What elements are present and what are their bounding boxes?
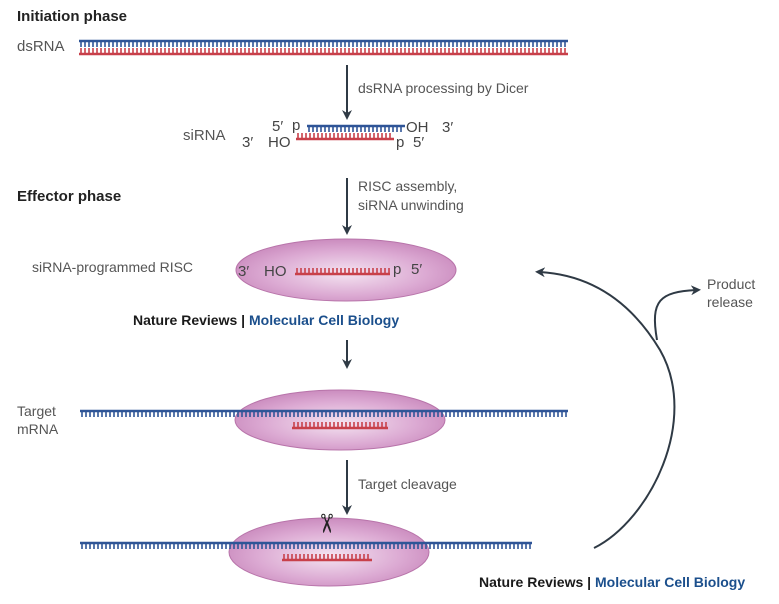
credit-publisher: Nature Reviews <box>133 312 238 328</box>
risc-assembly-label-1: RISC assembly, <box>358 178 458 194</box>
arrow-risc-recycle <box>535 267 676 549</box>
risc-assembly-label-2: siRNA unwinding <box>358 197 464 213</box>
guide-strand-target <box>292 422 388 430</box>
dicer-step-label: dsRNA processing by Dicer <box>358 80 529 96</box>
risc-complex <box>235 238 457 302</box>
target-mrna-label-1: Target <box>17 403 56 419</box>
sirna-top-3prime: 3′ <box>442 119 454 136</box>
credit-top: Nature Reviews | Molecular Cell Biology <box>133 312 399 328</box>
initiation-phase-heading: Initiation phase <box>17 8 128 25</box>
sirna-top-phosphate: p <box>292 117 301 134</box>
sirna-label: siRNA <box>183 127 226 144</box>
guide-strand-cleavage <box>282 554 372 562</box>
sirna-bottom-3prime: 3′ <box>242 134 254 151</box>
sirna-top-5prime: 5′ <box>272 118 284 135</box>
sirna-top-oh: OH <box>406 119 429 136</box>
credit-bottom: Nature Reviews | Molecular Cell Biology <box>479 574 745 590</box>
product-release-label-2: release <box>707 294 753 310</box>
risc-3prime: 3′ <box>238 263 250 280</box>
credit-journal: Molecular Cell Biology <box>594 574 746 590</box>
risc-complex-target <box>234 389 446 451</box>
dsrna-sense-strand <box>79 39 568 47</box>
credit-journal: Molecular Cell Biology <box>248 312 400 328</box>
arrow-product-release <box>653 285 701 341</box>
sirna-antisense-strand <box>296 133 394 141</box>
risc-5prime: 5′ <box>411 261 423 278</box>
risc-phosphate: p <box>393 261 402 278</box>
risc-label: siRNA-programmed RISC <box>32 259 194 275</box>
credit-separator: | <box>583 574 595 590</box>
product-release-label-1: Product <box>707 276 756 292</box>
scissors-icon: ✂ <box>311 512 342 535</box>
credit-separator: | <box>237 312 249 328</box>
dsrna-antisense-strand <box>79 48 568 56</box>
sirna-bottom-phosphate: p <box>396 134 405 151</box>
sirna-bottom-ho: HO <box>268 134 291 151</box>
risc-guide-strand <box>295 268 390 276</box>
dsrna-label: dsRNA <box>17 38 65 55</box>
target-mrna-strand <box>80 409 568 417</box>
target-mrna-label-2: mRNA <box>17 421 59 437</box>
effector-phase-heading: Effector phase <box>17 188 122 205</box>
target-cleavage-label: Target cleavage <box>358 476 457 492</box>
sirna-sense-strand <box>307 124 405 132</box>
sirna-bottom-5prime: 5′ <box>413 134 425 151</box>
credit-publisher: Nature Reviews <box>479 574 584 590</box>
risc-complex-cleavage <box>228 517 430 587</box>
risc-ho: HO <box>264 263 287 280</box>
cleaved-mrna-strand <box>80 541 532 549</box>
